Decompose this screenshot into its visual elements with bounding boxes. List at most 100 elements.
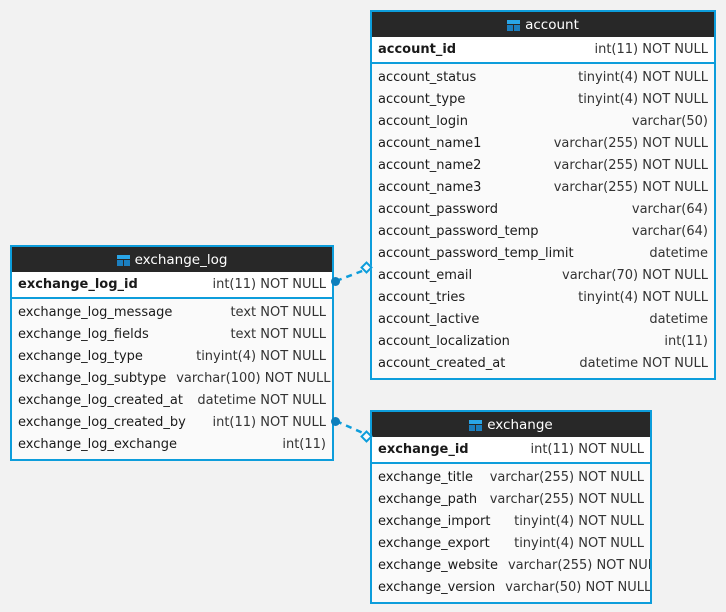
column-type: datetime NOT NULL <box>197 393 326 408</box>
column-list-exchange-log: exchange_log_message text NOT NULL excha… <box>12 299 332 459</box>
column-type: tinyint(4) NOT NULL <box>578 290 708 305</box>
column-type: datetime <box>649 246 708 261</box>
table-row: account_email varchar(70) NOT NULL <box>372 265 714 287</box>
table-row: exchange_version varchar(50) NOT NULL <box>372 577 650 599</box>
column-type: varchar(255) NOT NULL <box>507 558 650 573</box>
column-type: tinyint(4) NOT NULL <box>196 349 326 364</box>
column-name: exchange_log_type <box>18 349 143 364</box>
entity-header-exchange-log: exchange_log <box>12 247 332 272</box>
column-name: account_name1 <box>378 136 482 151</box>
column-name: exchange_version <box>378 580 496 595</box>
table-row: account_name3 varchar(255) NOT NULL <box>372 177 714 199</box>
column-type: varchar(255) NOT NULL <box>489 492 644 507</box>
table-row: exchange_website varchar(255) NOT NULL <box>372 555 650 577</box>
column-name: account_name2 <box>378 158 482 173</box>
column-list-exchange: exchange_title varchar(255) NOT NULL exc… <box>372 464 650 602</box>
column-name: account_email <box>378 268 473 283</box>
column-name: exchange_export <box>378 536 490 551</box>
table-row: account_password varchar(64) <box>372 199 714 221</box>
column-type: tinyint(4) NOT NULL <box>578 70 708 85</box>
column-type: int(11) NOT NULL <box>212 277 326 292</box>
column-name: exchange_log_id <box>18 277 138 292</box>
column-name: account_tries <box>378 290 466 305</box>
column-name: account_name3 <box>378 180 482 195</box>
table-icon <box>116 254 130 266</box>
column-name: exchange_log_created_by <box>18 415 186 430</box>
column-type: text NOT NULL <box>230 327 326 342</box>
entity-table-exchange-log[interactable]: exchange_log exchange_log_id int(11) NOT… <box>10 245 334 461</box>
column-type: varchar(50) <box>631 114 708 129</box>
table-row: account_created_at datetime NOT NULL <box>372 353 714 375</box>
entity-table-exchange[interactable]: exchange exchange_id int(11) NOT NULL ex… <box>370 410 652 604</box>
column-name: account_status <box>378 70 477 85</box>
column-type: int(11) NOT NULL <box>530 442 644 457</box>
column-name: account_login <box>378 114 468 129</box>
column-type: varchar(70) NOT NULL <box>562 268 708 283</box>
column-type: datetime NOT NULL <box>579 356 708 371</box>
table-row: account_login varchar(50) <box>372 111 714 133</box>
table-row: account_lactive datetime <box>372 309 714 331</box>
entity-header-exchange: exchange <box>372 412 650 437</box>
entity-table-account[interactable]: account account_id int(11) NOT NULL acco… <box>370 10 716 380</box>
table-row: exchange_title varchar(255) NOT NULL <box>372 467 650 489</box>
table-icon <box>469 419 483 431</box>
column-type: varchar(50) NOT NULL <box>505 580 650 595</box>
column-name: exchange_log_exchange <box>18 437 177 452</box>
entity-name-exchange-log: exchange_log <box>134 252 228 268</box>
column-type: int(11) <box>282 437 326 452</box>
column-type: varchar(64) <box>631 224 708 239</box>
primary-key-row-exchange: exchange_id int(11) NOT NULL <box>372 437 650 464</box>
table-row: account_password_temp varchar(64) <box>372 221 714 243</box>
table-row: exchange_log_exchange int(11) <box>12 434 332 456</box>
column-name: account_id <box>378 42 457 57</box>
column-type: tinyint(4) NOT NULL <box>578 92 708 107</box>
column-type: varchar(100) NOT NULL <box>176 371 331 386</box>
entity-name-account: account <box>525 17 579 33</box>
entity-name-exchange: exchange <box>487 417 553 433</box>
table-row: account_name1 varchar(255) NOT NULL <box>372 133 714 155</box>
column-type: tinyint(4) NOT NULL <box>514 536 644 551</box>
column-type: int(11) <box>664 334 708 349</box>
table-row: exchange_log_message text NOT NULL <box>12 302 332 324</box>
column-name: account_password_temp <box>378 224 539 239</box>
column-type: varchar(64) <box>631 202 708 217</box>
table-row: exchange_export tinyint(4) NOT NULL <box>372 533 650 555</box>
table-row: account_localization int(11) <box>372 331 714 353</box>
column-type: tinyint(4) NOT NULL <box>514 514 644 529</box>
column-name: exchange_log_created_at <box>18 393 183 408</box>
table-row: exchange_log_created_at datetime NOT NUL… <box>12 390 332 412</box>
table-row: account_type tinyint(4) NOT NULL <box>372 89 714 111</box>
column-type: varchar(255) NOT NULL <box>489 470 644 485</box>
column-name: exchange_website <box>378 558 498 573</box>
table-row: exchange_log_subtype varchar(100) NOT NU… <box>12 368 332 390</box>
table-icon <box>507 19 521 31</box>
column-list-account: account_status tinyint(4) NOT NULL accou… <box>372 64 714 378</box>
column-name: exchange_id <box>378 442 469 457</box>
primary-key-row-exchange-log: exchange_log_id int(11) NOT NULL <box>12 272 332 299</box>
table-row: exchange_log_created_by int(11) NOT NULL <box>12 412 332 434</box>
column-type: varchar(255) NOT NULL <box>553 136 708 151</box>
relationship-endpoint-dot <box>331 277 340 286</box>
table-row: account_password_temp_limit datetime <box>372 243 714 265</box>
column-type: datetime <box>649 312 708 327</box>
column-name: exchange_log_subtype <box>18 371 167 386</box>
column-name: exchange_path <box>378 492 478 507</box>
column-type: int(11) NOT NULL <box>594 42 708 57</box>
column-type: varchar(255) NOT NULL <box>553 158 708 173</box>
column-name: exchange_log_message <box>18 305 173 320</box>
relationship-endpoint-dot <box>331 417 340 426</box>
column-type: int(11) NOT NULL <box>212 415 326 430</box>
primary-key-row-account: account_id int(11) NOT NULL <box>372 37 714 64</box>
column-type: text NOT NULL <box>230 305 326 320</box>
table-row: account_status tinyint(4) NOT NULL <box>372 67 714 89</box>
column-name: account_created_at <box>378 356 506 371</box>
column-name: exchange_import <box>378 514 491 529</box>
table-row: exchange_import tinyint(4) NOT NULL <box>372 511 650 533</box>
column-type: varchar(255) NOT NULL <box>553 180 708 195</box>
column-name: account_localization <box>378 334 510 349</box>
table-row: exchange_log_type tinyint(4) NOT NULL <box>12 346 332 368</box>
column-name: account_password <box>378 202 499 217</box>
column-name: account_lactive <box>378 312 480 327</box>
table-row: account_tries tinyint(4) NOT NULL <box>372 287 714 309</box>
